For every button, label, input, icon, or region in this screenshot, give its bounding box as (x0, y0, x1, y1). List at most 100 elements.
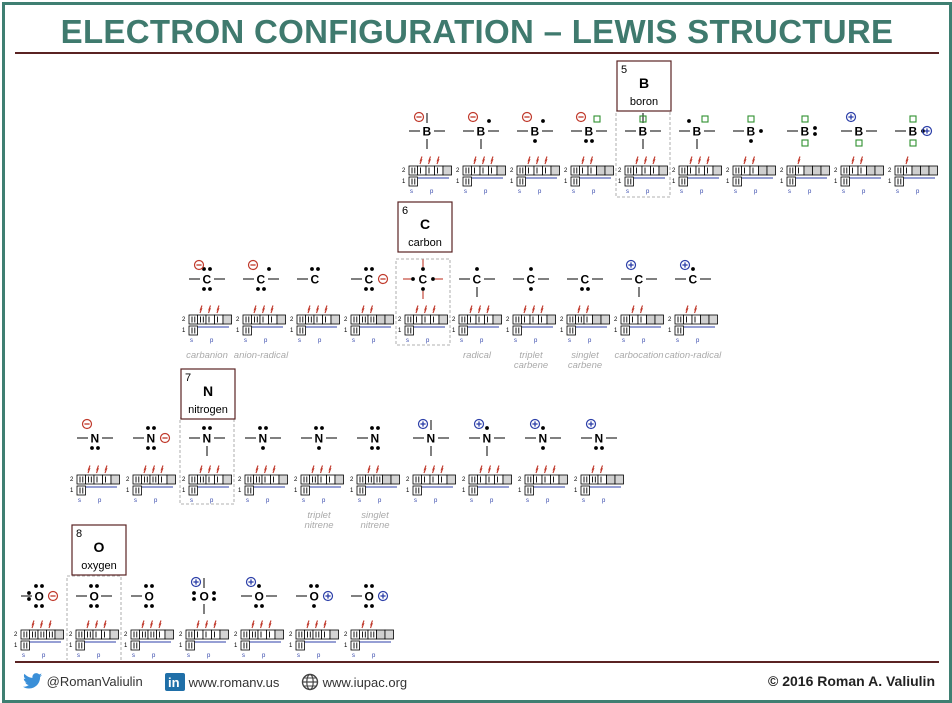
electron-dot (541, 426, 545, 430)
shell-2-label: 2 (618, 168, 622, 174)
orbital-box-1s (516, 176, 526, 187)
iupac-url: www.iupac.org (322, 675, 408, 690)
electron-promotion-arrow (314, 620, 319, 629)
orbital-box-extra (329, 629, 339, 640)
shell-2-label: 2 (452, 317, 456, 323)
electron-promotion-arrow (95, 465, 100, 474)
electron-dot (152, 426, 156, 430)
orbital-box (268, 314, 278, 325)
empty-orbital-square (747, 115, 755, 123)
electron-dot (600, 446, 604, 450)
shell-2-label: 2 (406, 477, 410, 483)
electron-dot (315, 584, 319, 588)
electron-dot (202, 287, 206, 291)
orbital-box-extra (109, 629, 119, 640)
charge-circle (190, 576, 202, 588)
p-label: p (264, 338, 268, 344)
electron-promotion-arrow (427, 156, 432, 165)
empty-orbital-square (909, 139, 917, 147)
electron-promotion-arrow (544, 156, 548, 165)
s-label: s (22, 653, 25, 659)
orbital-box (471, 165, 481, 176)
electron-promotion-arrow (469, 305, 473, 314)
orbital-box-1s (458, 325, 468, 336)
species-label: nitrene (360, 520, 389, 531)
electron-dot (541, 446, 545, 450)
orbital-box (202, 629, 212, 640)
electron-dot (364, 267, 368, 271)
species-label: anion-radical (234, 350, 289, 361)
orbital-box-extra (222, 474, 232, 485)
orbital-box (903, 165, 913, 176)
shell-1-label: 1 (236, 328, 240, 334)
orbital-box-extra (334, 474, 344, 485)
orbital-box-1s (570, 176, 580, 187)
orbital-box (524, 474, 534, 485)
orbital-box (270, 474, 280, 485)
charge-circle (845, 111, 857, 123)
electron-promotion-arrow (423, 305, 428, 314)
orbital-box (147, 629, 157, 640)
orbital-box (866, 165, 876, 176)
twitter-link[interactable]: @RomanValiulin (23, 673, 143, 689)
electron-promotion-arrow (315, 305, 320, 314)
electron-promotion-arrow (693, 305, 698, 314)
electron-dot (95, 584, 99, 588)
s-label: s (132, 653, 135, 659)
electron-dot (317, 446, 321, 450)
electron-dot (411, 277, 415, 281)
orbital-box-extra (164, 629, 174, 640)
electron-dot (256, 287, 260, 291)
orbital-box (75, 629, 85, 640)
charge-circle (413, 111, 425, 123)
electron-dot (257, 584, 261, 588)
shell-1-label: 1 (182, 488, 186, 494)
electron-promotion-arrow (652, 156, 656, 165)
atom-symbol: N (203, 432, 212, 446)
empty-orbital-square (909, 115, 917, 123)
atom-symbol: O (255, 590, 264, 604)
atom-symbol: B (585, 125, 594, 139)
orbital-box-1s (132, 485, 142, 496)
orbital-box-extra (442, 165, 452, 176)
orbital-box (93, 474, 103, 485)
electron-promotion-arrow (486, 305, 490, 314)
iupac-link[interactable]: www.iupac.org (301, 673, 407, 691)
linkedin-link[interactable]: in www.romanv.us (165, 673, 279, 691)
orbital-box-extra (546, 314, 556, 325)
orbital-box-1s (566, 325, 576, 336)
orbital-box (566, 314, 576, 325)
orbital-box-extra (604, 165, 614, 176)
charge-circle (247, 259, 259, 271)
shell-1-label: 1 (350, 488, 354, 494)
electron-promotion-arrow (199, 305, 203, 314)
shell-1-label: 1 (518, 488, 522, 494)
s-label: s (297, 653, 300, 659)
electron-promotion-arrow (581, 156, 585, 165)
atom-symbol: O (90, 590, 99, 604)
s-label: s (190, 498, 193, 504)
p-label: p (916, 189, 920, 195)
s-label: s (246, 498, 249, 504)
electron-promotion-arrow (367, 465, 371, 474)
species-label: carbanion (186, 350, 228, 361)
orbital-box (421, 314, 431, 325)
electron-dot (95, 604, 99, 608)
orbital-box (305, 314, 315, 325)
orbital-box-1s (76, 485, 86, 496)
electron-dot (370, 267, 374, 271)
electron-dot (376, 426, 380, 430)
p-label: p (210, 498, 214, 504)
